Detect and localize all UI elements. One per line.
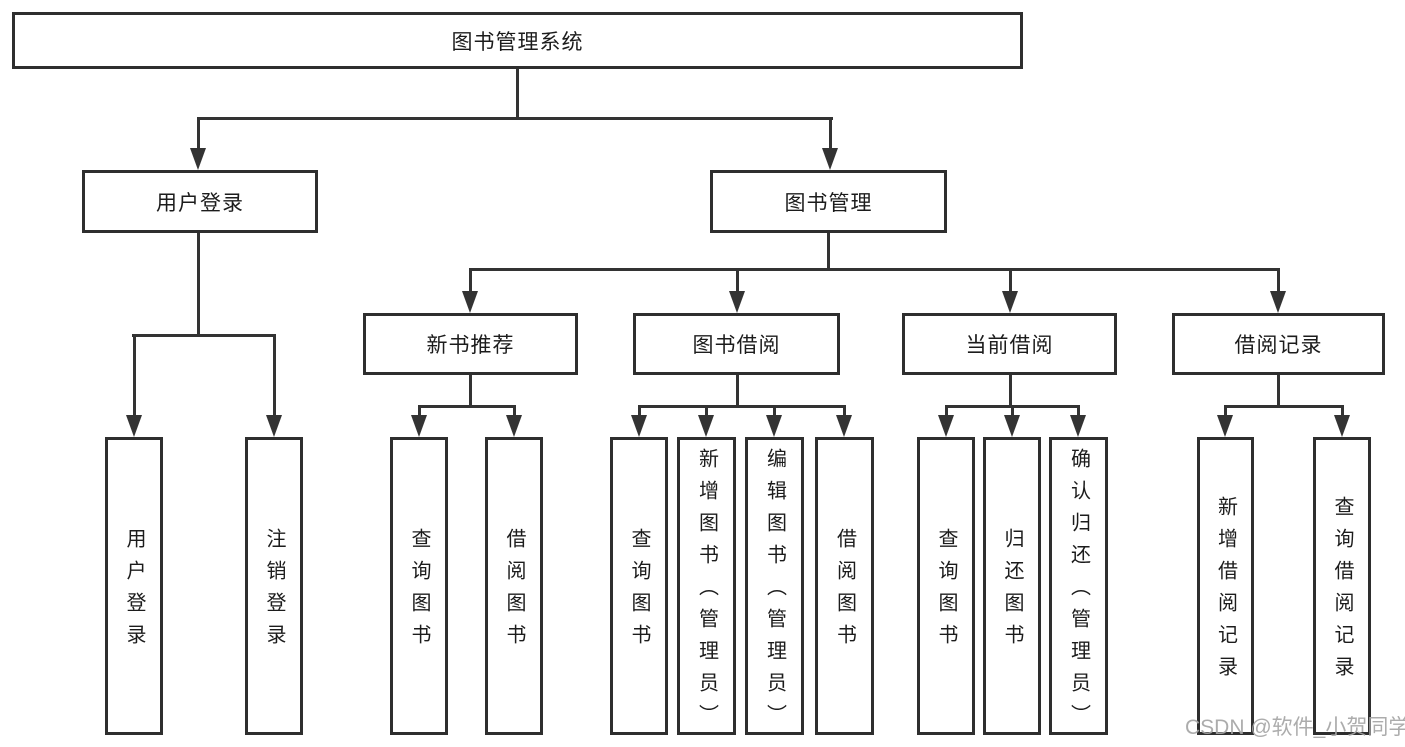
node-edit-books-admin: 编辑图书（管理员） (745, 437, 804, 736)
connector (638, 405, 641, 419)
node-label: 用户登录 (123, 528, 145, 656)
node-return-books: 归还图书 (983, 437, 1041, 735)
arrowhead-down-icon (462, 291, 478, 313)
csdn-watermark: CSDN @软件_小贺同学 (1185, 716, 1405, 739)
arrowhead-down-icon (938, 415, 954, 437)
connector (736, 268, 739, 293)
connector (132, 334, 276, 337)
node-book-borrowing: 图书借阅 (633, 313, 840, 375)
node-current-borrowing: 当前借阅 (902, 313, 1117, 375)
node-add-borrow-record: 新增借阅记录 (1197, 437, 1254, 735)
connector (827, 233, 830, 270)
node-label: 查询借阅记录 (1331, 496, 1353, 688)
connector (1341, 405, 1344, 419)
connector (513, 405, 516, 419)
node-query-books-3: 查询图书 (917, 437, 975, 735)
arrowhead-down-icon (1070, 415, 1086, 437)
node-label: 图书借阅 (692, 334, 781, 357)
connector (705, 405, 708, 419)
connector (1077, 405, 1080, 419)
node-logout: 注销登录 (245, 437, 303, 735)
node-label: 图书管理 (784, 191, 873, 215)
node-add-books-admin: 新增图书（管理员） (677, 437, 736, 736)
connector (418, 405, 515, 408)
arrowhead-down-icon (506, 415, 522, 437)
connector (736, 375, 739, 407)
node-book-management: 图书管理 (710, 170, 947, 233)
node-user-login-leaf: 用户登录 (105, 437, 163, 735)
arrowhead-down-icon (266, 415, 282, 437)
connector (1011, 405, 1014, 419)
node-new-book-recommend: 新书推荐 (363, 313, 578, 375)
arrowhead-down-icon (1334, 415, 1350, 437)
node-label: 新增借阅记录 (1214, 496, 1237, 688)
arrowhead-down-icon (1002, 291, 1018, 313)
arrowhead-down-icon (126, 415, 142, 437)
connector (1224, 405, 1343, 408)
arrowhead-down-icon (190, 148, 206, 170)
arrowhead-down-icon (836, 415, 852, 437)
connector (469, 375, 472, 407)
connector (469, 268, 472, 293)
node-query-borrow-record: 查询借阅记录 (1313, 437, 1371, 735)
connector (773, 405, 776, 419)
connector (516, 69, 519, 119)
connector (197, 117, 833, 120)
arrowhead-down-icon (729, 291, 745, 313)
node-label: 编辑图书（管理员） (763, 448, 786, 736)
arrowhead-down-icon (766, 415, 782, 437)
node-borrowing-records: 借阅记录 (1172, 313, 1385, 375)
node-label: 新书推荐 (426, 334, 515, 357)
node-label: 当前借阅 (965, 334, 1054, 357)
arrowhead-down-icon (698, 415, 714, 437)
connector (469, 268, 1280, 271)
node-label: 归还图书 (1001, 528, 1023, 656)
arrowhead-down-icon (822, 148, 838, 170)
node-label: 新增图书（管理员） (695, 448, 718, 736)
node-label: 查询图书 (408, 528, 430, 656)
connector (197, 233, 200, 336)
connector (843, 405, 846, 419)
arrowhead-down-icon (631, 415, 647, 437)
connector (1009, 375, 1012, 407)
arrowhead-down-icon (1270, 291, 1286, 313)
node-label: 注销登录 (263, 528, 285, 656)
node-confirm-return-admin: 确认归还（管理员） (1049, 437, 1108, 736)
node-label: 查询图书 (628, 528, 650, 656)
connector (197, 117, 200, 150)
node-user-login: 用户登录 (82, 170, 318, 233)
node-query-books-1: 查询图书 (390, 437, 448, 735)
node-label: 确认归还（管理员） (1067, 448, 1090, 736)
node-label: 借阅图书 (503, 528, 525, 656)
connector (418, 405, 421, 419)
node-borrow-books-2: 借阅图书 (815, 437, 874, 735)
connector (1224, 405, 1227, 419)
node-query-books-2: 查询图书 (610, 437, 668, 735)
connector (1277, 268, 1280, 293)
node-label: 借阅图书 (833, 528, 856, 656)
arrowhead-down-icon (1217, 415, 1233, 437)
node-root: 图书管理系统 (12, 12, 1023, 69)
connector (273, 334, 276, 419)
connector (133, 334, 136, 419)
arrowhead-down-icon (1004, 415, 1020, 437)
arrowhead-down-icon (411, 415, 427, 437)
node-label: 借阅记录 (1234, 334, 1323, 357)
node-label: 图书管理系统 (451, 30, 584, 54)
connector (1277, 375, 1280, 407)
connector (638, 405, 845, 408)
connector (945, 405, 948, 419)
node-label: 用户登录 (156, 191, 244, 215)
node-borrow-books-1: 借阅图书 (485, 437, 543, 735)
node-label: 查询图书 (935, 528, 957, 656)
connector (1009, 268, 1012, 293)
connector (829, 117, 832, 150)
